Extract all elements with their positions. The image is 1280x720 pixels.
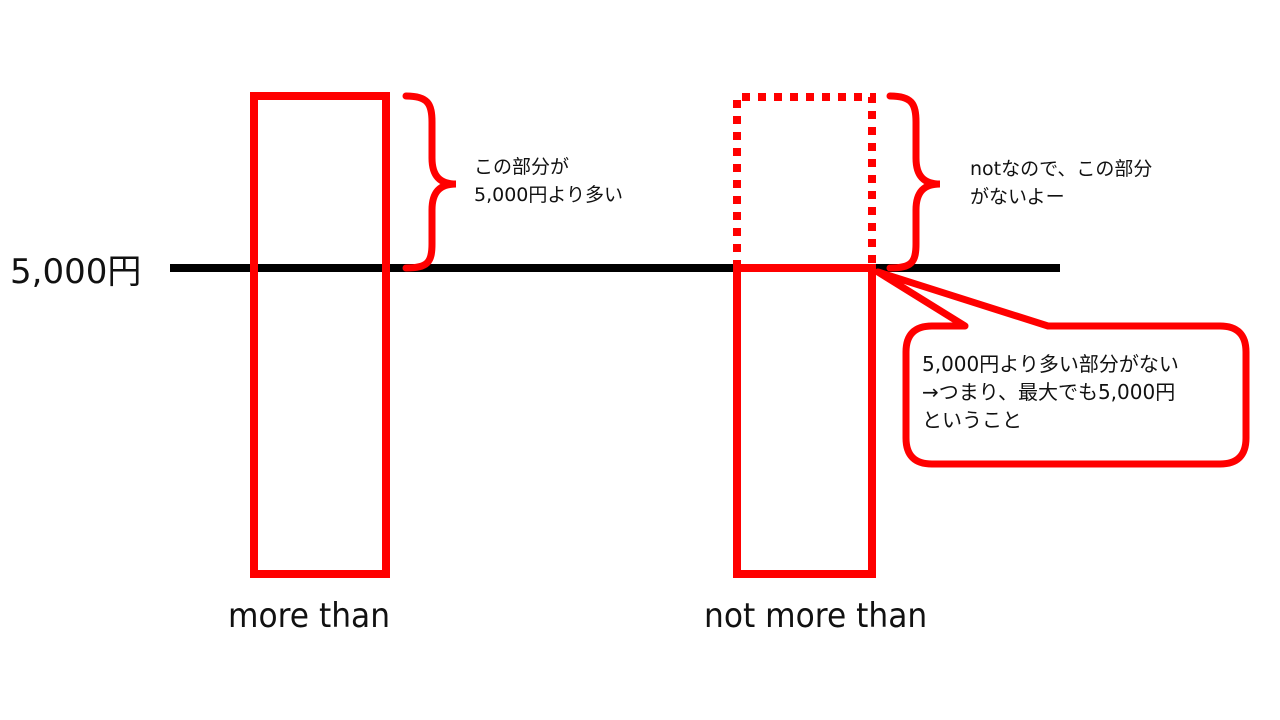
right-brace-note: notなので、この部分 がないよー (970, 155, 1152, 211)
callout-text: 5,000円より多い部分がない →つまり、最大でも5,000円 ということ (922, 350, 1179, 434)
more-than-bar (250, 92, 390, 578)
left-brace-note-line: 5,000円より多い (474, 184, 624, 206)
not-more-than-caption: not more than (704, 596, 928, 636)
callout-bubble (874, 268, 1250, 468)
left-brace-note: この部分が 5,000円より多い (474, 153, 623, 209)
missing-portion-dotted-outline (733, 93, 876, 268)
right-brace-note-line: がないよー (970, 186, 1065, 208)
more-than-caption: more than (228, 596, 391, 636)
right-brace-note-line: notなので、この部分 (970, 158, 1153, 180)
left-brace-icon (402, 92, 457, 272)
left-brace-note-line: この部分が (474, 156, 570, 178)
callout-line: ということ (922, 408, 1022, 432)
not-more-than-bar (733, 264, 876, 578)
threshold-label: 5,000円 (10, 252, 142, 292)
callout-line: →つまり、最大でも5,000円 (922, 380, 1176, 404)
right-brace-icon (886, 92, 941, 272)
callout-line: 5,000円より多い部分がない (922, 352, 1179, 376)
